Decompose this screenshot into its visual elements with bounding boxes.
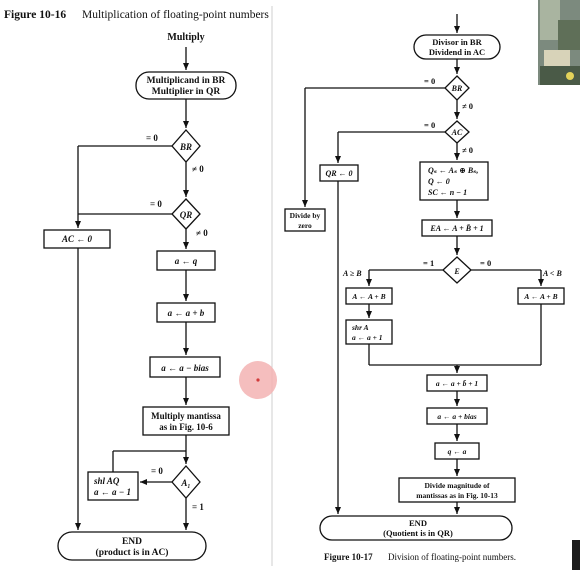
fig16-br-label: BR — [179, 142, 192, 152]
fig16-caption-number: Figure 10-16 — [4, 9, 66, 21]
fig16-load-line1: Multiplicand in BR — [147, 76, 226, 86]
fig16-ac0-text: AC ← 0 — [61, 234, 93, 244]
fig17-e-eq0: = 0 — [480, 258, 491, 268]
fig16-shl-line2: a ← a − 1 — [94, 487, 131, 497]
fig16-shl-line1: shl AQ — [93, 476, 120, 486]
fig16-caption-text: Multiplication of floating-point numbers — [82, 9, 269, 21]
fig17-divmag-line2: mantissas as in Fig. 10-13 — [416, 491, 498, 500]
fig17-start-line2: Dividend in AC — [429, 47, 485, 57]
fig16-aab-text: a ← a + b — [168, 308, 205, 318]
fig17-alt-b: A < B — [542, 269, 562, 278]
fig17-br-label: BR — [451, 84, 463, 93]
fig17-init-line3: SC ← n − 1 — [428, 188, 467, 197]
fig17-divzero-line2: zero — [298, 221, 312, 230]
fig16-end-line2: (product is in AC) — [96, 547, 169, 558]
fig17-qa-text: q ← a — [448, 447, 467, 456]
fig17-divmag-line1: Divide magnitude of — [424, 481, 490, 490]
fig16-start-label: Multiply — [167, 32, 204, 43]
fig17-divzero-box — [284, 208, 326, 232]
fig16-end-terminal — [57, 531, 207, 561]
fig17-e-eq1: = 1 — [423, 258, 434, 268]
fig16-qr-label: QR — [180, 210, 193, 220]
fig16-bias-box — [149, 356, 221, 378]
fig16-br-ne0: ≠ 0 — [192, 164, 204, 174]
fig16-mult-line1: Multiply mantissa — [151, 411, 221, 421]
webcam-overlay — [538, 0, 580, 85]
fig17-qr0-text: QR ← 0 — [325, 169, 352, 178]
fig17-aab-left-text: A ← A + B — [351, 292, 385, 301]
fig17-age-b: A ≥ B — [342, 269, 362, 278]
fig17-caption-number: Figure 10-17 — [324, 552, 373, 562]
fig17-e-decision — [442, 256, 472, 284]
fig17-shr-line2: a ← a + 1 — [352, 333, 383, 342]
fig17-end-terminal — [319, 515, 513, 541]
fig17-e-label: E — [453, 267, 459, 276]
fig17-divzero-line1: Divide by — [290, 211, 321, 220]
fig17-abias-text: a ← a + bias — [437, 412, 476, 421]
fig16-end-line1: END — [122, 537, 142, 547]
fig16-a1-label: A₁ — [180, 478, 190, 488]
fig17-aab-right-text: A ← A + B — [523, 292, 557, 301]
fig16-ac0-box — [43, 229, 111, 249]
cursor-highlight — [239, 361, 277, 399]
fig16-bias-text: a ← a − bias — [161, 363, 209, 373]
fig17-end-line1: END — [409, 518, 427, 528]
fig17-br-ne0: ≠ 0 — [462, 101, 473, 111]
fig17-init-line2: Q ← 0 — [428, 177, 450, 186]
fig17-init-line1: Qₛ ← Aₛ ⊕ Bₛ, — [428, 166, 478, 175]
fig17-abbar-text: a ← a + b̄ + 1 — [436, 379, 478, 388]
fig16-aq-text: a ← q — [175, 256, 198, 266]
figure-10-16: Figure 10-16 Multiplication of floating-… — [4, 9, 269, 561]
fig17-init-box — [419, 161, 489, 201]
fig16-a1-eq0: = 0 — [151, 466, 163, 476]
fig16-qr-ne0: ≠ 0 — [196, 228, 208, 238]
fig16-br-eq0: = 0 — [146, 133, 158, 143]
fig17-caption-text: Division of floating-point numbers. — [388, 552, 516, 562]
fig17-ac-ne0: ≠ 0 — [462, 145, 473, 155]
fig17-end-line2: (Quotient is in QR) — [383, 528, 453, 538]
fig17-br-eq0: = 0 — [424, 76, 435, 86]
fig16-load-line2: Multiplier in QR — [152, 87, 221, 97]
fig17-start-line1: Divisor in BR — [432, 37, 482, 47]
fig16-a1-eq1: = 1 — [192, 502, 204, 512]
fig17-ea-text: EA ← A + B̄ + 1 — [429, 224, 483, 233]
figure-10-17: Divisor in BR Dividend in AC BR = 0 ≠ 0 … — [284, 14, 565, 562]
frame-edge — [572, 540, 580, 570]
fig17-ac-label: AC — [451, 128, 463, 137]
fig17-qr0-box — [319, 164, 359, 182]
fig17-shr-line1: shr A — [351, 323, 369, 332]
fig16-mult-line2: as in Fig. 10-6 — [159, 422, 213, 432]
fig17-ac-eq0: = 0 — [424, 120, 435, 130]
fig16-qr-eq0: = 0 — [150, 199, 162, 209]
